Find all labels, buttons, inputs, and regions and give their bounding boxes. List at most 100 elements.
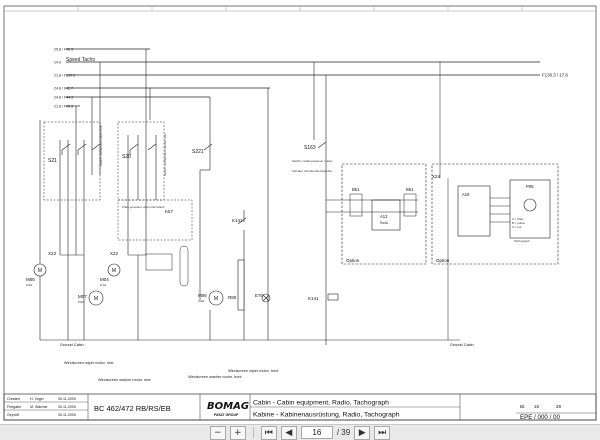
motor-m05-m: M: [38, 268, 42, 274]
speaker-b51-right: [403, 193, 417, 217]
power-rails: 25.8 / F42.3 14.9 Speed Tacho 21.8 / F13…: [54, 48, 568, 109]
radio-a12-label: A12: [380, 214, 388, 219]
connector-x22-label: X22: [110, 251, 119, 256]
sheet-number: 16: [534, 404, 540, 409]
ground-label-right: Ground Cabin: [450, 343, 474, 347]
checked-label: Freigabe: [7, 405, 21, 409]
connector-labels: X23 X22 X24: [48, 174, 441, 256]
motor-m07-m: M: [94, 296, 98, 302]
bottom-notes: Windscreen wiper motor, rear Windscreen …: [64, 361, 279, 382]
title-german: Kabine - Kabinenausrüstung, Radio, Tacho…: [253, 412, 400, 419]
tacho-a16-label: A16: [462, 192, 470, 197]
e70-lamp: [261, 293, 271, 303]
radio-option-box: B51 B51 A12 Radio Option: [326, 163, 427, 265]
e70-lamp-cross: [262, 294, 270, 302]
zoom-out-button[interactable]: −: [209, 425, 226, 440]
motor-m04-m: M: [112, 268, 116, 274]
connector-x23-label: X23: [48, 251, 57, 256]
last-page-button[interactable]: ⏭: [374, 425, 391, 440]
motor-m05-rating: 2,0A: [26, 283, 32, 287]
ground-labels: Ground Cabin Ground Cabin: [60, 343, 474, 347]
k141-label: K141: [232, 218, 243, 223]
sheet-frame: [3, 5, 597, 421]
rail-2-ref: 14.9: [54, 61, 61, 65]
radio-a12-desc: Radio: [380, 221, 389, 225]
page-number-input[interactable]: 16: [300, 426, 333, 439]
switch-s163-note-de: Schalter, Rundumkennleuchte: [292, 169, 332, 173]
motors: [33, 263, 224, 306]
speaker-b51-left-label: B51: [352, 187, 360, 192]
tacho-a16-desc: Tachograph: [514, 239, 530, 243]
motor-m05-symbol: [33, 263, 47, 277]
relay-k57-timer-box: [145, 253, 173, 271]
switch-s21-label: S21: [48, 158, 57, 164]
tacho-option-frame: [431, 163, 559, 265]
circuit-diagram-sheet: 25.8 / F42.3 14.9 Speed Tacho 21.8 / F13…: [3, 5, 597, 421]
switch-s221-label: S221: [192, 149, 204, 155]
connector-x24-label: X24: [432, 174, 441, 179]
brand-sub: FAYAT GROUP: [214, 413, 239, 417]
note-wiper-front: Windscreen wiper motor, front: [228, 369, 279, 373]
switch-s163-label: S163: [304, 145, 316, 151]
k141-coil-label: K141: [308, 296, 319, 301]
first-page-button[interactable]: ⏮: [260, 425, 277, 440]
approved-date: 30.11.2009: [58, 413, 76, 417]
relay-k57-note: Pulse generator, wiper intermittent: [122, 205, 165, 209]
ground-label-left: Ground Cabin: [60, 343, 84, 347]
relay-k57-coil: [179, 245, 189, 287]
note-washer-rear: Windscreen washer motor, rear: [98, 378, 151, 382]
previous-page-button[interactable]: ◀: [280, 425, 297, 440]
title-block: Created H. Vogel 30.11.2009 Freigabe M. …: [3, 393, 597, 421]
motor-m06-m: M: [214, 296, 218, 302]
approved-label: Geprüft: [7, 413, 19, 417]
radio-option-label: Option: [346, 258, 360, 263]
motor-m04-rating: 0,7A: [100, 283, 106, 287]
motor-m04-label: M04: [100, 277, 109, 282]
radio-a12-box: [371, 199, 401, 231]
motor-m06-symbol: [208, 290, 224, 306]
tacho-legend-a: A = white: [512, 217, 524, 221]
switch-notes: Switch, windscreen wiper front Switch, w…: [99, 125, 333, 176]
tacho-a16-box: [457, 185, 491, 237]
model-number: BC 462/472 RB/RS/EB: [94, 404, 171, 413]
tacho-p05-box: [509, 179, 551, 239]
bomag-logo: BOMAG FAYAT GROUP: [207, 401, 249, 417]
motor-m07-label: M07: [78, 294, 87, 299]
note-wiper-rear: Windscreen wiper motor, rear: [64, 361, 114, 365]
page-total-label: / 39: [336, 428, 351, 437]
switch-s20-note: Switch, windscreen washer rear: [163, 134, 167, 176]
k141-group: [237, 210, 339, 311]
tacho-option-box: A16 P05 Tachograph A = white B = yellow …: [431, 62, 559, 340]
rail-6-ref: 21.8 / F45.3: [54, 105, 73, 109]
e70-label: E70: [255, 293, 264, 298]
tacho-legend-c: C = red: [512, 225, 522, 229]
motor-m05-label: M05: [26, 277, 35, 282]
left-section-wiring: [39, 49, 460, 345]
sheet-total: 29: [556, 404, 562, 409]
checked-by: M. Warmer: [30, 405, 48, 409]
speaker-b51-right-label: B51: [406, 187, 414, 192]
switch-labels: S21 S20 S221 S163: [48, 145, 316, 164]
motor-m04-symbol: [107, 263, 121, 277]
k141-contact: [237, 210, 247, 225]
radio-option-frame: [341, 163, 427, 265]
switch-s21-note: Switch, windscreen wiper front: [99, 125, 103, 166]
motor-m07-rating: 2,0A: [78, 300, 84, 304]
rail-2-label: Speed Tacho: [66, 57, 95, 63]
toolbar-divider: [252, 427, 254, 438]
rail-4-ref: 24.8 / F42.7: [54, 87, 73, 91]
relay-k57: K57 Pulse generator, wiper intermittent: [122, 205, 189, 287]
rail-1-ref: 25.8 / F42.3: [54, 48, 73, 52]
r80-label: R80: [228, 295, 237, 300]
next-page-button[interactable]: ▶: [354, 425, 371, 440]
r80-resistor: [237, 259, 245, 311]
rail-3-ref: 21.8 / F130.3: [54, 74, 75, 78]
tacho-p05-label: P05: [526, 184, 534, 189]
zoom-in-button[interactable]: +: [229, 425, 246, 440]
motor-glyphs: M M M M: [38, 268, 218, 302]
pdf-viewer-toolbar: − + ⏮ ◀ 16 / 39 ▶ ⏭: [0, 424, 600, 440]
created-date: 30.11.2009: [58, 397, 76, 401]
checked-date: 30.11.2009: [58, 405, 76, 409]
k141-coil: [327, 293, 339, 301]
tacho-dial-icon: [523, 198, 537, 212]
